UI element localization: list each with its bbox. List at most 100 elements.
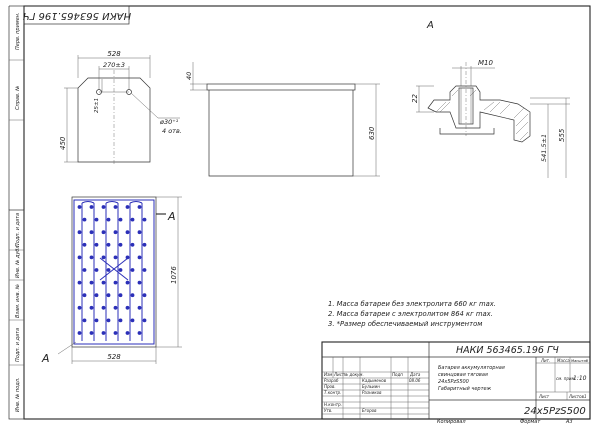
note-3: 3. *Размер обеспечиваемый инструментом — [328, 320, 482, 328]
terminal — [113, 331, 118, 335]
side-label: Справ. № — [15, 86, 21, 110]
terminal — [137, 305, 142, 310]
th-date: Дата — [409, 372, 421, 377]
terminal — [82, 242, 87, 247]
terminal — [101, 205, 106, 209]
terminal — [113, 205, 118, 209]
terminal — [118, 268, 123, 272]
cell-grid — [77, 201, 147, 341]
terminal — [82, 217, 87, 222]
side-label: Подп. и дата — [15, 328, 21, 362]
terminal — [142, 268, 147, 272]
terminal — [130, 293, 135, 298]
designation: 24х5PzS500 — [524, 406, 586, 417]
terminal — [82, 268, 87, 272]
name-2: Бульиин — [362, 384, 380, 389]
dim-top-offset: 25±1 — [94, 98, 100, 113]
terminal — [137, 280, 142, 285]
terminal — [106, 217, 111, 222]
terminal — [77, 280, 82, 285]
terminal — [89, 230, 94, 235]
side-label: Инв. № подл. — [15, 378, 21, 413]
terminal — [101, 230, 106, 235]
side-view: 40 630 — [185, 62, 380, 177]
terminal — [89, 331, 94, 335]
terminal — [77, 331, 82, 335]
terminal — [101, 331, 106, 335]
plan-view: A A 1076 528 — [41, 196, 182, 365]
col-scale: Масштаб — [571, 359, 589, 363]
terminal — [142, 217, 147, 222]
terminal — [125, 230, 130, 235]
title-code: НАКИ 563465.196 ГЧ — [456, 345, 559, 356]
cell-connector — [129, 201, 143, 204]
th-sign: Подп — [392, 372, 403, 377]
terminal — [113, 230, 118, 235]
date-value: 08.06 — [409, 378, 421, 383]
col-lit: Лит. — [540, 358, 550, 363]
dim-detail-555: 555 — [558, 128, 566, 142]
cell-outline — [73, 199, 155, 345]
terminal — [106, 293, 111, 298]
terminal — [137, 205, 142, 209]
terminal — [101, 305, 106, 310]
terminal — [125, 255, 130, 260]
terminal — [130, 318, 135, 323]
name-5: Егоров — [362, 408, 377, 413]
dim-side-height: 630 — [368, 126, 376, 140]
cell-connector — [81, 201, 95, 204]
product-line-1: Батарея аккумуляторная — [438, 365, 505, 371]
stamp-box — [23, 5, 130, 25]
dim-side-lid: 40 — [185, 72, 193, 80]
dim-hole-dia: ø30⁺¹ — [159, 118, 179, 126]
terminal — [94, 293, 99, 298]
terminal — [130, 242, 135, 247]
format-value: А3 — [565, 419, 573, 425]
product-line-2: свинцовая тяговая — [438, 372, 488, 378]
col-mass: Масса — [557, 358, 570, 363]
side-label: Взам. инв. № — [15, 284, 21, 318]
th-izm: Изм — [324, 372, 332, 377]
terminal — [118, 318, 123, 323]
terminal — [130, 217, 135, 222]
note-1: 1. Масса батареи без электролита 660 кг … — [328, 300, 496, 308]
format-label: Формат — [520, 419, 541, 425]
top-view: 528 270±3 25±1 ø30⁺¹ 4 отв. 450 — [59, 50, 182, 166]
terminal — [118, 217, 123, 222]
terminal — [125, 331, 130, 335]
role-razrab: Разраб — [324, 378, 339, 383]
terminal — [125, 205, 130, 209]
name-1: Кадыменов — [362, 378, 387, 383]
terminal — [94, 318, 99, 323]
dim-hole-count: 4 отв. — [162, 127, 182, 135]
terminal — [118, 242, 123, 247]
dim-top-width: 528 — [107, 50, 121, 58]
sheets-label: Листов — [568, 394, 585, 399]
sheets-value: 1 — [584, 394, 587, 399]
dim-detail-22: 22 — [411, 94, 419, 103]
note-2: 2. Масса батареи с электролитом 864 кг m… — [328, 310, 493, 318]
terminal — [89, 255, 94, 260]
sheet-label: Лист — [538, 394, 550, 399]
dim-plan-width: 528 — [107, 353, 121, 361]
stamp-code: НАКИ 563465.196 ГЧ — [23, 10, 131, 21]
side-label: Инв. № дубл. — [15, 244, 21, 278]
terminal — [125, 280, 130, 285]
terminal — [101, 255, 106, 260]
terminal — [118, 293, 123, 298]
product-line-3: 24х5PzS500 — [438, 379, 469, 385]
terminal — [106, 318, 111, 323]
terminal — [142, 293, 147, 298]
terminal — [113, 305, 118, 310]
copied-label: Копировал — [437, 419, 466, 425]
terminal — [142, 318, 147, 323]
side-label: Перв. примен. — [15, 12, 21, 50]
terminal — [94, 242, 99, 247]
terminal — [94, 217, 99, 222]
dim-plan-height: 1076 — [170, 266, 178, 284]
th-list: Лист — [333, 372, 345, 377]
role-utv: Утв. — [324, 408, 332, 413]
terminal — [137, 255, 142, 260]
terminal — [77, 305, 82, 310]
